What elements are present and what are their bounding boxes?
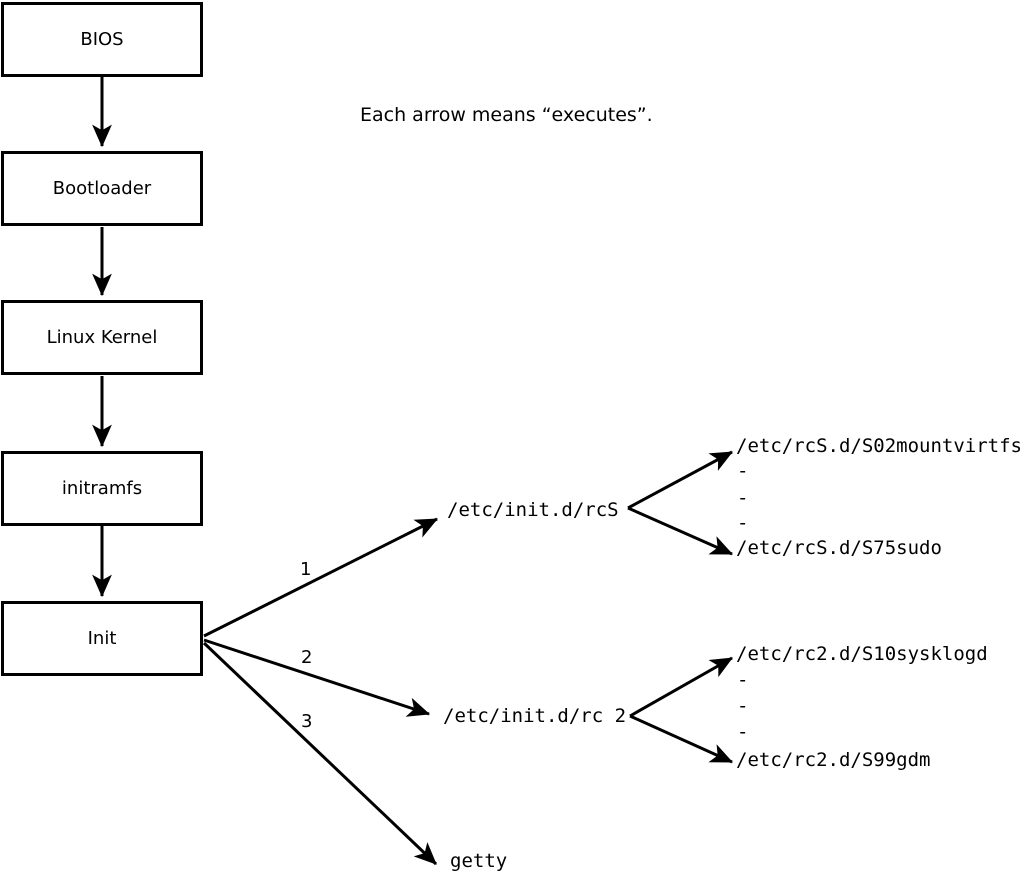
box-init-label: Init bbox=[87, 628, 117, 649]
rcS-script-ellipsis: - bbox=[737, 487, 749, 509]
branch-label-3: 3 bbox=[301, 711, 313, 732]
box-linux-kernel: Linux Kernel bbox=[1, 300, 203, 375]
rcS-script-last: /etc/rcS.d/S75sudo bbox=[736, 537, 942, 559]
target-getty: getty bbox=[450, 850, 508, 872]
arrow-init-to-getty bbox=[202, 641, 438, 866]
target-rc2-script: /etc/init.d/rc 2 bbox=[443, 705, 627, 727]
box-initramfs-label: initramfs bbox=[61, 478, 143, 499]
branch-label-2: 2 bbox=[301, 647, 313, 668]
rc2-script-last: /etc/rc2.d/S99gdm bbox=[736, 749, 931, 771]
arrow-init-to-rc2 bbox=[203, 638, 431, 717]
arrow-rc2-to-last-script bbox=[629, 714, 734, 764]
arrow-rc2-to-first-script bbox=[629, 656, 733, 718]
box-bios: BIOS bbox=[1, 2, 203, 77]
box-linux-kernel-label: Linux Kernel bbox=[46, 327, 158, 348]
rc2-script-first: /etc/rc2.d/S10sysklogd bbox=[736, 643, 988, 665]
rcS-script-first: /etc/rcS.d/S02mountvirtfs bbox=[736, 435, 1022, 457]
rcS-script-ellipsis: - bbox=[737, 460, 749, 482]
rc2-script-ellipsis: - bbox=[737, 695, 749, 717]
diagram-caption: Each arrow means “executes”. bbox=[360, 104, 653, 126]
target-rcS-script: /etc/init.d/rcS bbox=[447, 499, 619, 521]
arrow-rcS-to-first-script bbox=[627, 450, 733, 510]
box-init: Init bbox=[1, 601, 203, 676]
box-bootloader: Bootloader bbox=[1, 151, 203, 226]
box-initramfs: initramfs bbox=[1, 451, 203, 526]
rcS-script-ellipsis: - bbox=[737, 512, 749, 534]
rc2-script-ellipsis: - bbox=[737, 721, 749, 743]
box-bios-label: BIOS bbox=[80, 29, 124, 50]
branch-label-1: 1 bbox=[300, 559, 312, 580]
arrow-rcS-to-last-script bbox=[627, 506, 734, 556]
arrow-init-to-rcS bbox=[203, 517, 439, 638]
rc2-script-ellipsis: - bbox=[737, 669, 749, 691]
box-bootloader-label: Bootloader bbox=[52, 178, 152, 199]
